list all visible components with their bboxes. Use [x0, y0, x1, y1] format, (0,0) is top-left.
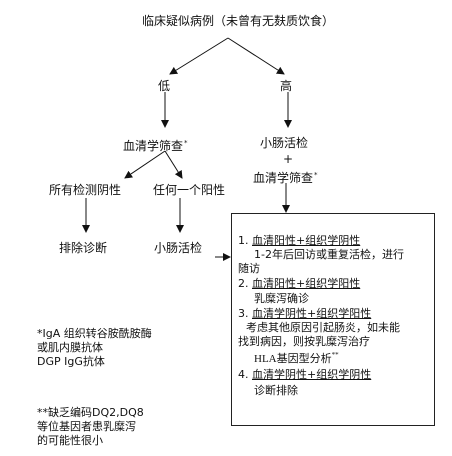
results-box: 1. 血清阳性+组织学阴性 1-2年后回访或重复活检，进行 随访 2. 血清阳性… [231, 213, 435, 426]
serology-screening-label: 血清学筛查 [123, 139, 184, 153]
result-4-body-line-1: 诊断排除 [254, 384, 298, 397]
result-4-heading: 4. 血清学阴性+组织学阴性 [238, 368, 371, 381]
result-1-heading: 1. 血清阳性+组织学阴性 [238, 234, 360, 247]
result-3-title: 血清学阴性+组织学阳性 [252, 307, 372, 320]
result-2-body-line-1: 乳糜泻确诊 [254, 292, 309, 305]
result-4-title: 血清学阴性+组织学阴性 [252, 368, 372, 381]
footnote-1-line-1: *IgA 组织转谷胺酰胺酶 [37, 327, 152, 340]
result-2-heading: 2. 血清阳性+组织学阳性 [238, 277, 360, 290]
result-3-hla-text: HLA基因型分析 [254, 353, 332, 365]
footnote-1-line-3: DGP IgG抗体 [37, 355, 105, 368]
result-1-body-line-2: 随访 [238, 262, 260, 275]
result-3-body-line-3: HLA基因型分析** [254, 349, 339, 366]
plus-sign: + [283, 152, 294, 166]
serology-screening-node: 血清学筛查* [123, 136, 188, 153]
result-1-number: 1. [238, 234, 249, 247]
low-probability-node: 低 [158, 79, 171, 93]
footnote-1: *IgA 组织转谷胺酰胺酶 或肌内膜抗体 DGP IgG抗体 [37, 327, 152, 369]
result-2-title: 血清阳性+组织学阳性 [252, 277, 361, 290]
result-3-body-line-2: 找到病因，则按乳糜泻治疗 [238, 335, 370, 348]
all-negative-node: 所有检测阴性 [49, 183, 122, 197]
root-node: 临床疑似病例（未曾有无麸质饮食） [142, 14, 335, 28]
arrow-root-to-high [227, 37, 285, 75]
arrow-serology-to-positive [164, 150, 183, 179]
any-positive-node: 任何一个阳性 [153, 183, 226, 197]
result-3-number: 3. [238, 307, 249, 320]
arrow-root-to-low [169, 37, 229, 75]
high-probability-node: 高 [280, 79, 293, 93]
footnote-2-line-3: 的可能性很小 [37, 434, 103, 447]
serology-footnote-mark: * [184, 139, 188, 147]
footnote-2-line-1: **缺乏编码DQ2,DQ8 [37, 406, 144, 419]
exclude-diagnosis-node: 排除诊断 [59, 241, 108, 255]
serology-right-node: 血清学筛查* [253, 168, 318, 185]
result-2-number: 2. [238, 277, 249, 290]
biopsy-top-node: 小肠活检 [260, 136, 309, 150]
arrow-serology-to-negative [124, 150, 166, 179]
result-4-number: 4. [238, 368, 249, 381]
result-3-body-line-1: 考虑其他原因引起肠炎，如未能 [246, 321, 400, 334]
serology-right-footnote-mark: * [314, 171, 318, 179]
footnote-1-line-2: 或肌内膜抗体 [37, 341, 103, 354]
serology-right-label: 血清学筛查 [253, 171, 314, 185]
result-1-title: 血清阳性+组织学阴性 [252, 234, 361, 247]
result-3-footnote-mark: ** [331, 351, 339, 359]
result-3-heading: 3. 血清学阴性+组织学阳性 [238, 307, 371, 320]
result-1-body-line-1: 1-2年后回访或重复活检，进行 [254, 248, 404, 261]
biopsy-bottom-node: 小肠活检 [154, 241, 203, 255]
footnote-2-line-2: 等位基因者患乳糜泻 [37, 420, 136, 433]
footnote-2: **缺乏编码DQ2,DQ8 等位基因者患乳糜泻 的可能性很小 [37, 406, 144, 448]
